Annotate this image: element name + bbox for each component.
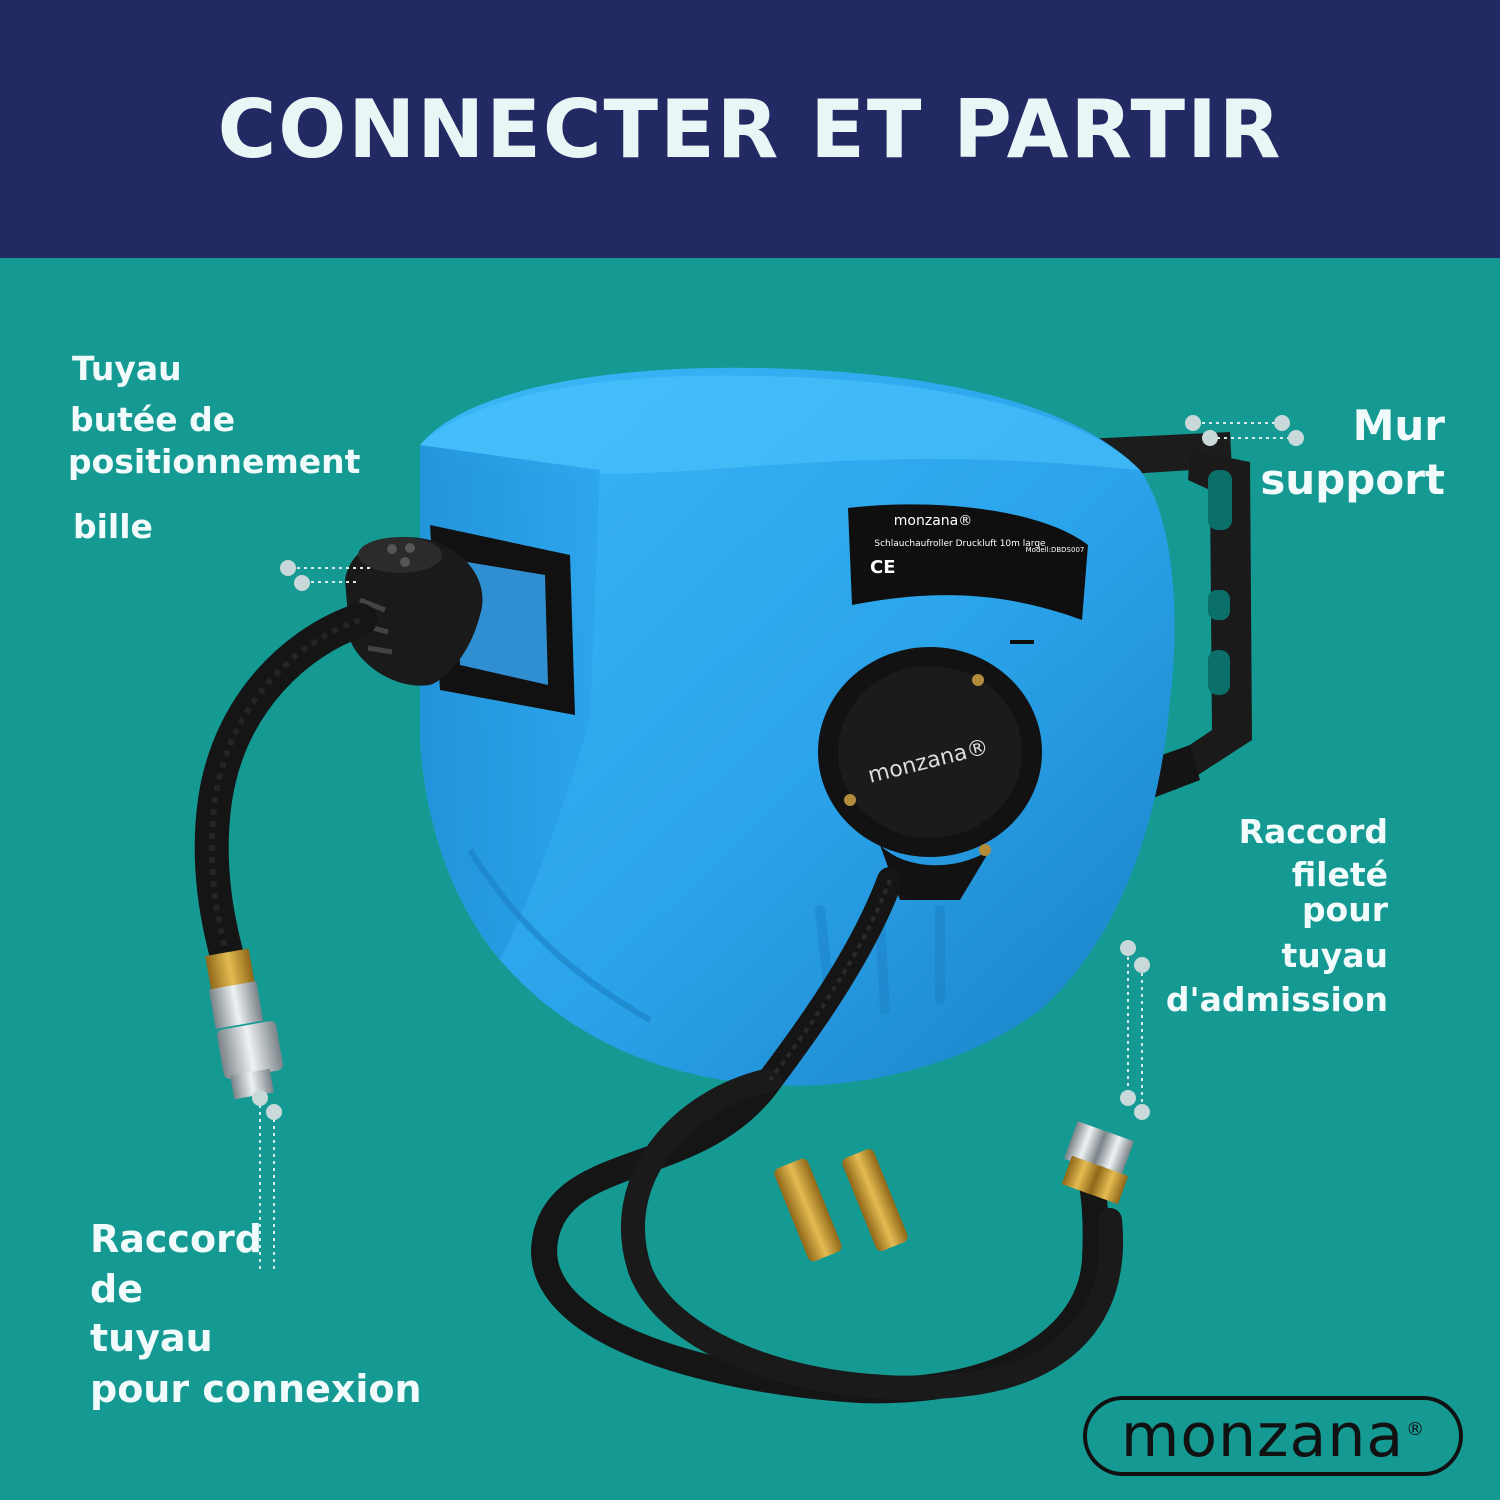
label-mur: Mur — [1352, 401, 1445, 450]
quick-coupler — [205, 948, 283, 1100]
label-raccord-filete-2: fileté — [1291, 855, 1388, 894]
page-title: CONNECTER ET PARTIR — [217, 82, 1283, 176]
callout-dots — [252, 415, 1304, 1120]
plate-brand-text: monzana® — [894, 513, 972, 529]
label-raccord-tuyau-2: de — [90, 1267, 143, 1311]
reel-housing — [420, 367, 1175, 1086]
label-raccord-filete-5: d'admission — [1165, 980, 1388, 1019]
label-raccord-filete-3: pour — [1301, 890, 1388, 929]
label-raccord-tuyau-1: Raccord — [90, 1217, 263, 1261]
label-bille: bille — [73, 507, 153, 546]
brand-logo: monzana® — [1083, 1396, 1463, 1476]
outlet-hose — [194, 603, 377, 977]
label-raccord-filete-4: tuyau — [1281, 936, 1388, 975]
wall-anchor-bolts — [774, 1149, 908, 1262]
ce-mark: CE — [870, 557, 896, 578]
inlet-hose — [531, 867, 1124, 1404]
header-banner: CONNECTER ET PARTIR — [0, 0, 1500, 258]
hose-stopper-ball — [345, 536, 483, 686]
label-butee-de: butée de — [70, 400, 236, 439]
label-raccord-filete-1: Raccord — [1238, 812, 1388, 851]
threaded-connector — [1061, 1121, 1134, 1205]
label-plate: monzana® Schlauchaufroller Druckluft 10m… — [870, 513, 1084, 578]
callout-lines — [259, 422, 1296, 1270]
label-tuyau: Tuyau — [72, 349, 182, 388]
label-positionnement: positionnement — [68, 442, 361, 481]
brand-logo-text: monzana® — [1120, 1401, 1426, 1471]
plate-description-text: Schlauchaufroller Druckluft 10m large — [874, 539, 1046, 549]
label-raccord-tuyau-4: pour connexion — [90, 1367, 422, 1411]
label-raccord-tuyau-3: tuyau — [90, 1316, 213, 1360]
plate-model-text: Modell:DBDS007 — [1026, 546, 1085, 554]
label-support: support — [1260, 455, 1445, 504]
